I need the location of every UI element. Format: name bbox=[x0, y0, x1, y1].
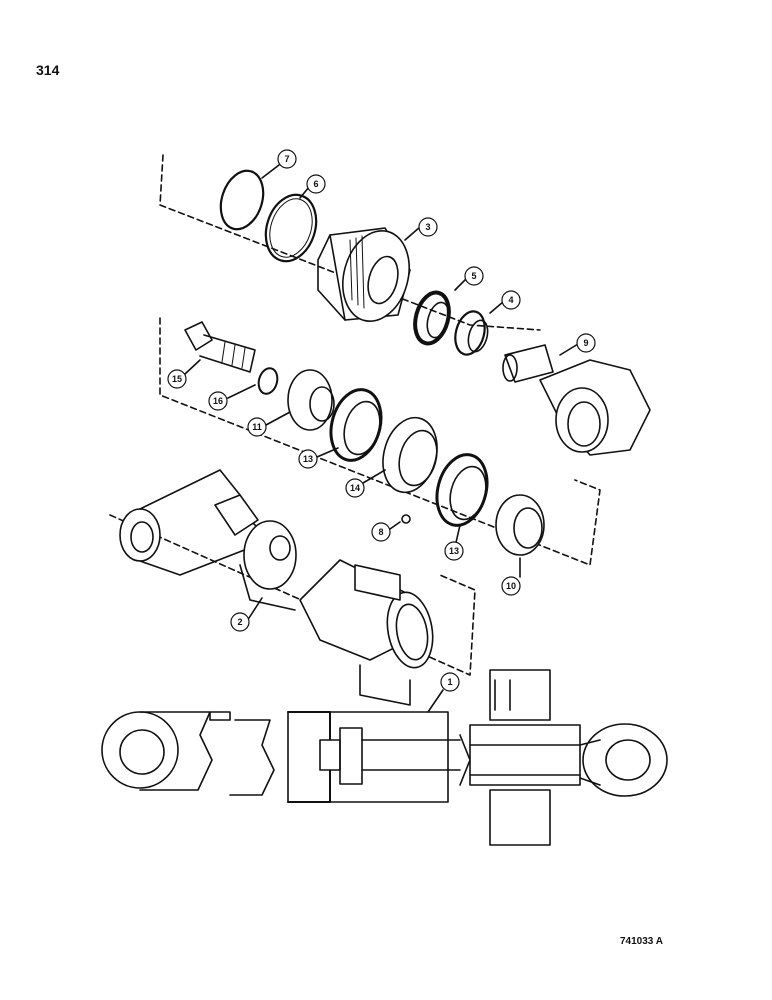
callout-1-label: 1 bbox=[447, 677, 452, 687]
callout-5-label: 5 bbox=[471, 271, 476, 281]
page-number: 314 bbox=[36, 62, 60, 78]
callout-13a-label: 13 bbox=[303, 454, 313, 464]
assembled-cylinder-1 bbox=[101, 669, 668, 846]
rod-eye bbox=[539, 359, 651, 456]
callout-15: 15 bbox=[167, 369, 187, 389]
bushing-9 bbox=[502, 344, 554, 383]
seal-4 bbox=[454, 310, 489, 356]
callout-13b-label: 13 bbox=[449, 546, 459, 556]
callout-6: 6 bbox=[306, 174, 326, 194]
cylinder-barrel-2 bbox=[119, 469, 434, 706]
dashed-boundary-barrel bbox=[109, 514, 476, 676]
callout-8: 8 bbox=[371, 522, 391, 542]
callout-1: 1 bbox=[440, 672, 460, 692]
figure-code: 741033 A bbox=[620, 936, 663, 947]
wear-ring-10 bbox=[495, 494, 545, 556]
o-ring-7 bbox=[219, 169, 265, 231]
piston-14 bbox=[382, 416, 438, 494]
seal-ring-13a bbox=[329, 388, 383, 462]
callout-16-label: 16 bbox=[213, 396, 223, 406]
washer-16 bbox=[257, 367, 279, 395]
callout-3-label: 3 bbox=[425, 222, 430, 232]
callout-2: 2 bbox=[230, 612, 250, 632]
callout-2-label: 2 bbox=[237, 617, 242, 627]
dashed-boundary-piston bbox=[159, 317, 601, 566]
dashed-boundary-upper bbox=[159, 154, 541, 331]
callout-8-label: 8 bbox=[378, 527, 383, 537]
callout-14: 14 bbox=[345, 478, 365, 498]
callout-4-label: 4 bbox=[508, 295, 513, 305]
callout-9: 9 bbox=[576, 333, 596, 353]
callout-16: 16 bbox=[208, 391, 228, 411]
callout-11-label: 11 bbox=[252, 422, 262, 432]
callout-6-label: 6 bbox=[313, 179, 318, 189]
callout-7-label: 7 bbox=[284, 154, 289, 164]
callout-4: 4 bbox=[501, 290, 521, 310]
callout-5: 5 bbox=[464, 266, 484, 286]
callout-10: 10 bbox=[501, 576, 521, 596]
callout-9-label: 9 bbox=[583, 338, 588, 348]
callout-15-label: 15 bbox=[172, 374, 182, 384]
callout-13b: 13 bbox=[444, 541, 464, 561]
gland-3 bbox=[317, 227, 411, 322]
bolt-15 bbox=[184, 321, 256, 373]
callout-10-label: 10 bbox=[506, 581, 516, 591]
wiper-seal-5 bbox=[413, 290, 451, 346]
callout-14-label: 14 bbox=[350, 483, 360, 493]
callout-7: 7 bbox=[277, 149, 297, 169]
callout-11: 11 bbox=[247, 417, 267, 437]
callouts: 1 2 3 4 5 6 7 8 9 10 11 13 13 14 15 16 bbox=[167, 149, 596, 692]
grease-fitting-8 bbox=[401, 514, 411, 524]
callout-3: 3 bbox=[418, 217, 438, 237]
seal-ring-13b bbox=[435, 453, 489, 527]
callout-13a: 13 bbox=[298, 449, 318, 469]
piston-nut-11 bbox=[287, 369, 335, 431]
